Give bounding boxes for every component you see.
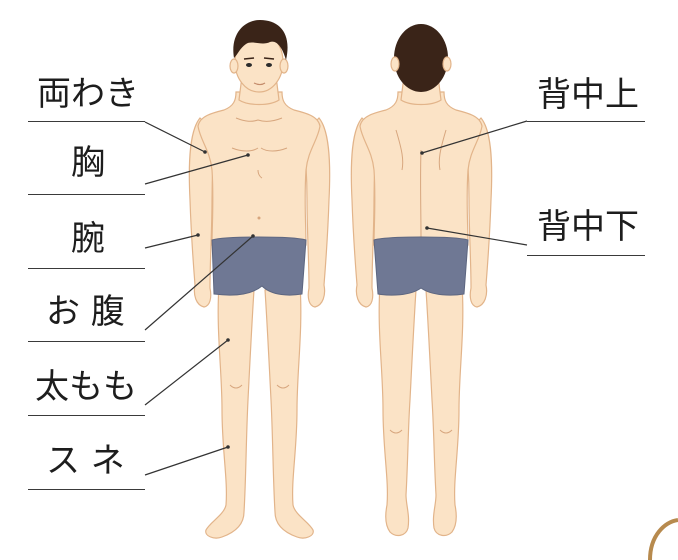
rule-sune: [28, 489, 145, 490]
rule-ude: [28, 268, 145, 269]
pointer-lines: [144, 120, 528, 476]
label-mune: 胸: [71, 143, 105, 183]
rule-futomomo: [28, 415, 145, 416]
label-futomomo: 太もも: [35, 367, 137, 407]
label-onaka: お 腹: [46, 292, 125, 332]
label-ude: 腕: [71, 219, 105, 259]
label-senaka-shita: 背中下: [537, 207, 639, 247]
corner-logo-fragment: [648, 518, 678, 560]
label-senaka-ue: 背中上: [537, 75, 639, 115]
front-figure: [188, 20, 331, 539]
label-sune: ス ネ: [46, 441, 125, 481]
rule-mune: [28, 194, 145, 195]
rule-senaka-shita: [527, 255, 645, 256]
label-ryowaki: 両わき: [37, 74, 139, 114]
rule-senaka-ue: [527, 121, 645, 122]
rule-onaka: [28, 341, 145, 342]
rule-ryowaki: [28, 121, 145, 122]
back-figure: [350, 24, 493, 537]
